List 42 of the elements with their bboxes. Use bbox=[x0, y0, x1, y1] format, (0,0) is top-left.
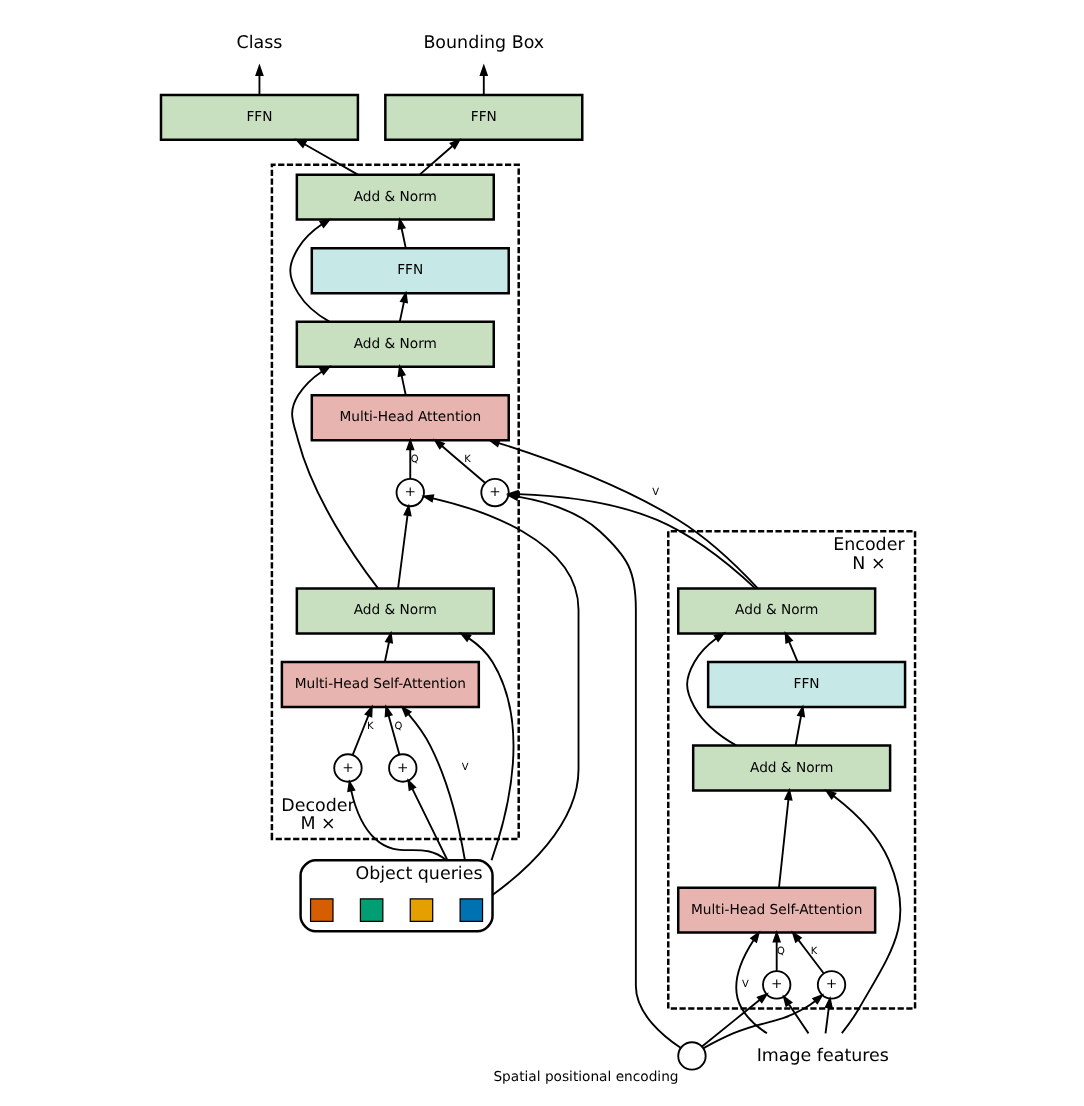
arrow bbox=[396, 364, 406, 397]
arrow bbox=[254, 63, 263, 96]
arrow bbox=[783, 630, 798, 663]
arrow bbox=[293, 138, 358, 176]
node-box bbox=[408, 898, 433, 922]
arrow bbox=[397, 290, 408, 323]
arrow bbox=[486, 439, 758, 590]
arrow bbox=[418, 138, 461, 176]
arrow bbox=[790, 930, 824, 974]
arrow bbox=[396, 216, 406, 250]
arrow bbox=[396, 503, 411, 590]
arrow bbox=[823, 789, 901, 1034]
arrow bbox=[793, 704, 805, 747]
arrow bbox=[420, 494, 579, 896]
arrow bbox=[781, 994, 809, 1035]
node-circle bbox=[676, 1041, 706, 1071]
cluster: Object queries bbox=[298, 859, 493, 933]
arrow bbox=[777, 787, 792, 889]
arrow bbox=[290, 365, 378, 590]
arrow bbox=[383, 704, 400, 756]
node-box bbox=[358, 898, 383, 922]
arrow bbox=[823, 996, 833, 1035]
arrow bbox=[685, 631, 736, 747]
arrow bbox=[700, 992, 768, 1048]
arrow bbox=[288, 218, 331, 323]
arrow bbox=[504, 492, 681, 1049]
node-text: Image features bbox=[755, 1046, 888, 1067]
node-box bbox=[308, 898, 333, 922]
arrow bbox=[432, 438, 485, 484]
arrow bbox=[399, 705, 465, 862]
arrow bbox=[701, 993, 824, 1050]
node-text: Class bbox=[235, 34, 282, 55]
node-box bbox=[458, 898, 483, 922]
arrow bbox=[350, 704, 372, 756]
arrow bbox=[406, 778, 448, 862]
arrow bbox=[404, 437, 414, 480]
node-text: Bounding Box bbox=[422, 34, 544, 55]
arrow bbox=[734, 930, 767, 1035]
arrow bbox=[457, 632, 514, 862]
arrow bbox=[478, 63, 488, 96]
arrow bbox=[346, 779, 447, 862]
arrow bbox=[382, 630, 393, 663]
